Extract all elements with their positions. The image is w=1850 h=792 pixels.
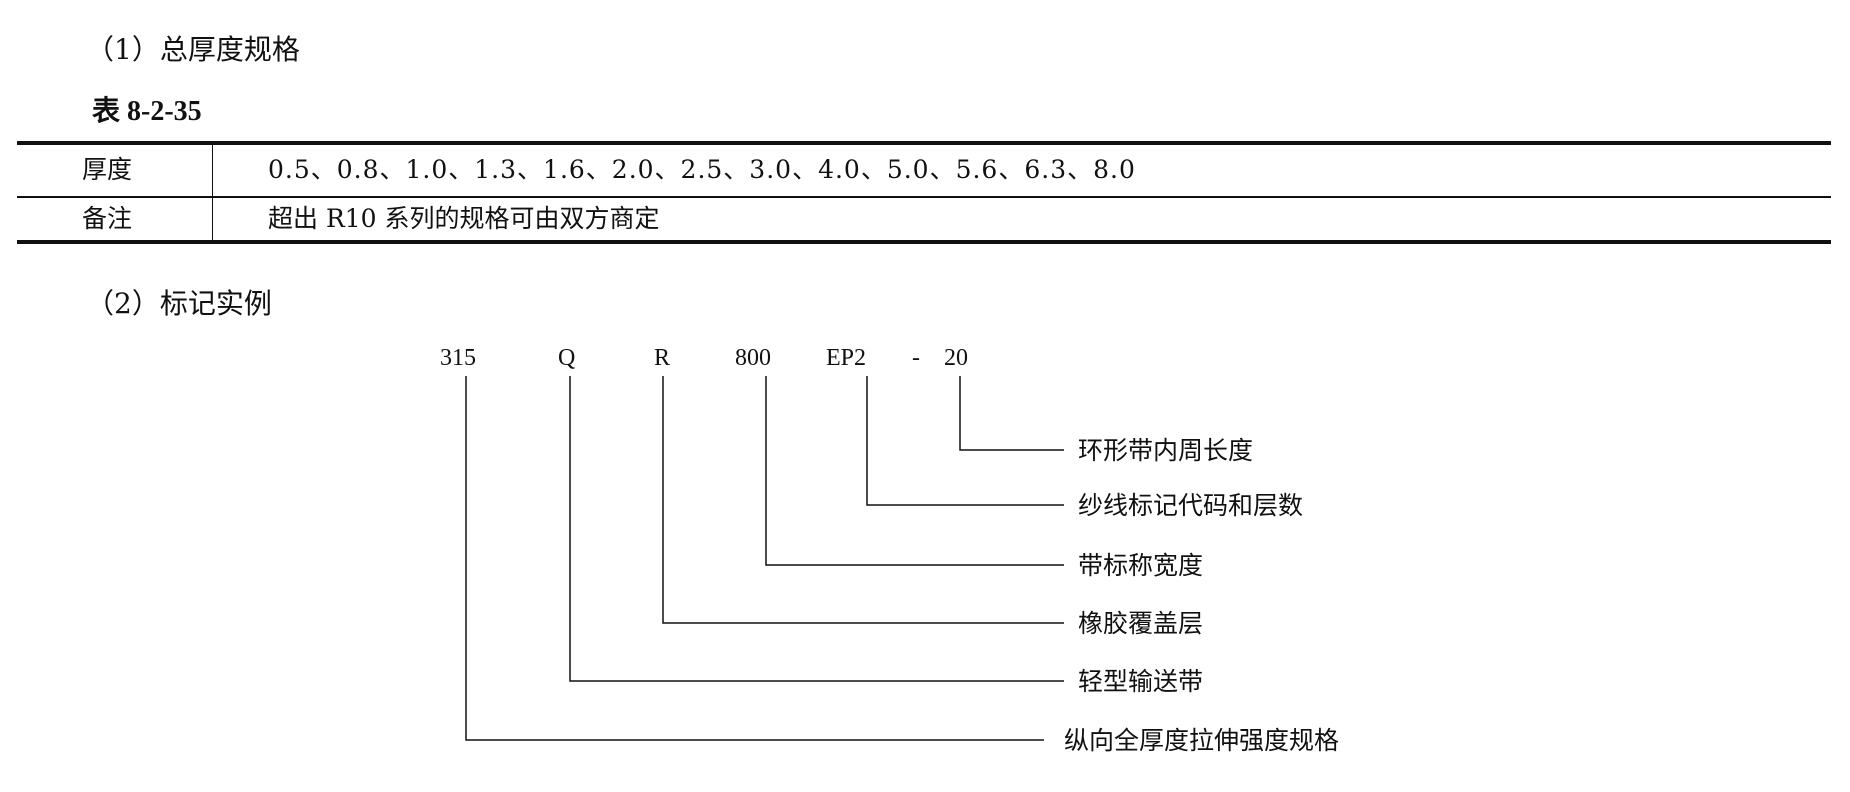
label-nominal-width: 带标称宽度: [1078, 551, 1204, 580]
code-dash: -: [912, 345, 920, 371]
code-20: 20: [944, 345, 968, 371]
code-315: 315: [440, 345, 476, 371]
row-label-remark: 备注: [82, 204, 133, 233]
row-label-thickness: 厚度: [82, 155, 133, 184]
row-value-thickness: 0.5、0.8、1.0、1.3、1.6、2.0、2.5、3.0、4.0、5.0、…: [268, 155, 1136, 184]
table-column-divider: [212, 145, 213, 240]
code-r: R: [654, 345, 671, 371]
label-light-conveyor: 轻型输送带: [1078, 667, 1204, 696]
leader-r: [662, 376, 1064, 624]
code-800: 800: [735, 345, 771, 371]
label-tensile-strength: 纵向全厚度拉伸强度规格: [1064, 726, 1340, 755]
label-inner-circumference: 环形带内周长度: [1078, 436, 1254, 465]
row-value-remark: 超出 R10 系列的规格可由双方商定: [268, 204, 660, 233]
code-ep2: EP2: [826, 345, 867, 371]
table-mid-rule: [17, 196, 1831, 198]
leader-20: [959, 376, 1064, 451]
table-caption: 表 8-2-35: [92, 96, 202, 127]
table-bottom-rule: [17, 240, 1831, 244]
leader-800: [765, 376, 1064, 566]
leader-315: [465, 376, 1044, 741]
table-top-rule: [17, 141, 1831, 145]
leader-q: [569, 376, 1064, 682]
label-yarn-code-plies: 纱线标记代码和层数: [1078, 491, 1304, 520]
code-q: Q: [558, 345, 576, 371]
leader-ep2: [866, 376, 1064, 506]
label-rubber-cover: 橡胶覆盖层: [1078, 609, 1204, 638]
section-heading-thickness: （1）总厚度规格: [86, 33, 300, 66]
section-heading-marking: （2）标记实例: [86, 287, 272, 320]
